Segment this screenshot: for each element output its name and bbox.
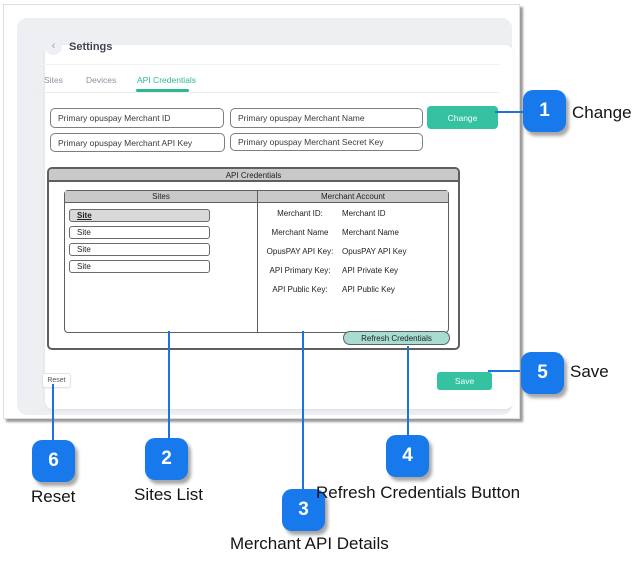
tabs-divider: [32, 92, 500, 93]
sites-column: Sites Site Site Site Site: [65, 191, 258, 332]
field-value: API Private Key: [342, 266, 399, 275]
refresh-credentials-button[interactable]: Refresh Credentials: [343, 331, 450, 345]
field-label: API Primary Key:: [269, 266, 331, 275]
callout-badge-1: 1: [523, 90, 566, 132]
callout-label-save: Save: [570, 362, 609, 381]
callout-badge-4: 4: [386, 435, 429, 477]
tab-api-credentials[interactable]: API Credentials: [137, 75, 197, 85]
reset-button[interactable]: Reset: [42, 373, 71, 388]
sites-list: Site Site Site Site: [65, 203, 257, 277]
merchant-account-details: Merchant ID: Merchant ID Merchant Name M…: [258, 203, 448, 295]
callout-label-reset: Reset: [31, 487, 76, 506]
callout-line-save: [488, 370, 520, 372]
site-list-item[interactable]: Site: [69, 260, 210, 273]
site-list-item[interactable]: Site: [69, 226, 210, 239]
merchant-api-key-input[interactable]: [50, 133, 225, 152]
callout-label-change: Change: [572, 103, 632, 122]
tab-sites[interactable]: Sites: [44, 75, 63, 85]
callout-badge-2: 2: [145, 438, 188, 480]
field-value: API Public Key: [342, 285, 395, 294]
site-list-item[interactable]: Site: [69, 243, 210, 256]
field-value: Merchant ID: [342, 209, 386, 218]
tab-devices[interactable]: Devices: [86, 75, 117, 85]
field-label: Merchant ID:: [277, 209, 323, 218]
callout-line-change: [495, 111, 523, 113]
api-credentials-panel-title: API Credentials: [49, 169, 458, 182]
merchant-account-column: Merchant Account Merchant ID: Merchant I…: [258, 191, 448, 332]
merchant-name-input[interactable]: [230, 108, 423, 128]
page-title: Settings: [69, 41, 113, 53]
back-button[interactable]: ‹: [45, 38, 62, 55]
callout-label-merchant-api-details: Merchant API Details: [230, 534, 389, 553]
callout-line-reset: [52, 384, 54, 440]
back-chevron-icon: ‹: [51, 39, 56, 52]
merchant-account-header: Merchant Account: [258, 191, 448, 203]
callout-badge-3: 3: [282, 489, 325, 531]
callout-label-sites-list: Sites List: [134, 485, 203, 504]
callout-badge-5: 5: [521, 352, 564, 394]
callout-label-refresh-credentials: Refresh Credentials Button: [316, 483, 521, 502]
field-label: OpusPAY API Key:: [266, 247, 334, 256]
callout-badge-6: 6: [32, 440, 75, 482]
merchant-id-input[interactable]: [50, 108, 224, 128]
callout-line-merchant-details: [302, 331, 304, 489]
field-value: Merchant Name: [342, 228, 399, 237]
field-value: OpusPAY API Key: [342, 247, 407, 256]
sites-column-header: Sites: [65, 191, 257, 203]
field-label: API Public Key:: [272, 285, 328, 294]
field-label: Merchant Name: [271, 228, 329, 237]
callout-line-refresh: [407, 346, 409, 435]
change-button[interactable]: Change: [427, 106, 498, 129]
merchant-secret-key-input[interactable]: [230, 133, 423, 151]
app-window: ‹ Settings Sites Devices API Credentials…: [3, 4, 520, 419]
callout-line-sites-list: [168, 331, 170, 438]
site-list-item[interactable]: Site: [69, 209, 210, 222]
credentials-inner-table: Sites Site Site Site Site Merchant Accou…: [64, 190, 449, 333]
save-button[interactable]: Save: [437, 372, 492, 390]
api-credentials-panel: API Credentials Sites Site Site Site Sit…: [47, 167, 460, 350]
header-divider: [33, 64, 499, 65]
active-tab-underline: [136, 89, 189, 92]
